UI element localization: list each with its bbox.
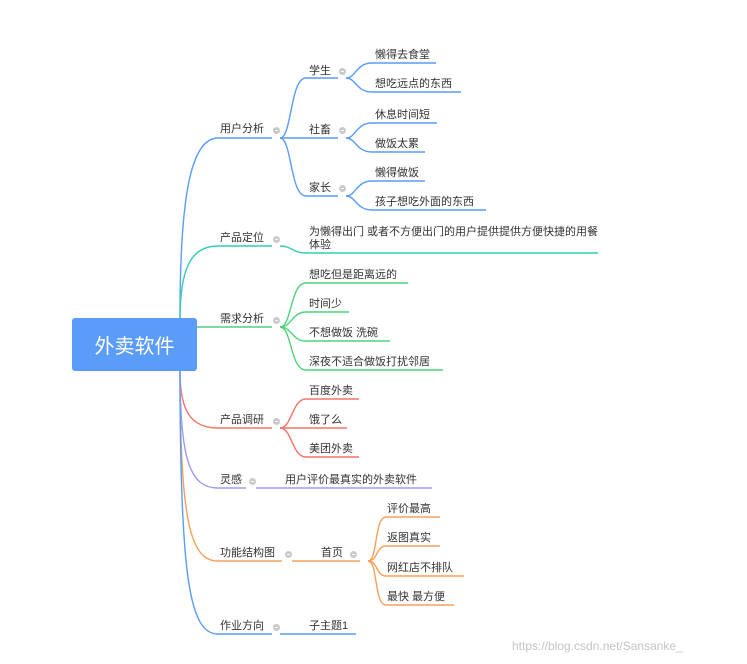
branch-function-structure[interactable]: 功能结构图 bbox=[220, 547, 275, 559]
topic-leaf[interactable]: 不想做饭 洗碗 bbox=[309, 327, 379, 339]
topic-leaf[interactable]: 返图真实 bbox=[387, 532, 431, 544]
topic-leaf[interactable]: 深夜不适合做饭打扰邻居 bbox=[309, 356, 430, 368]
topic-leaf[interactable]: 子主题1 bbox=[309, 620, 349, 632]
branch-user-analysis[interactable]: 用户分析 bbox=[220, 123, 264, 135]
collapse-toggle-icon[interactable] bbox=[273, 624, 280, 631]
topic-leaf[interactable]: 饿了么 bbox=[309, 414, 342, 426]
topic-leaf[interactable]: 评价最高 bbox=[387, 503, 431, 515]
collapse-toggle-icon[interactable] bbox=[273, 236, 280, 243]
edge-root-user bbox=[179, 137, 272, 319]
topic-leaf[interactable]: 网红店不排队 bbox=[387, 562, 453, 574]
edge-home-4 bbox=[367, 560, 454, 606]
topic-leaf[interactable]: 懒得去食堂 bbox=[375, 49, 430, 61]
edge-parent-2 bbox=[345, 195, 486, 211]
collapse-toggle-icon[interactable] bbox=[249, 478, 256, 485]
topic-leaf[interactable]: 做饭太累 bbox=[375, 138, 419, 150]
topic-leaf[interactable]: 懒得做饭 bbox=[375, 167, 419, 179]
branch-product-research[interactable]: 产品调研 bbox=[220, 414, 264, 426]
branch-product-positioning[interactable]: 产品定位 bbox=[220, 232, 264, 244]
collapse-toggle-icon[interactable] bbox=[339, 68, 346, 75]
collapse-toggle-icon[interactable] bbox=[273, 127, 280, 134]
branch-homework-direction[interactable]: 作业方向 bbox=[220, 620, 264, 632]
topic-leaf[interactable]: 百度外卖 bbox=[309, 385, 353, 397]
edge-demand-1 bbox=[279, 282, 408, 328]
topic-leaf[interactable]: 想吃但是距离远的 bbox=[309, 269, 397, 281]
edge-root-inspiration bbox=[179, 370, 246, 489]
topic-leaf[interactable]: 想吃远点的东西 bbox=[375, 78, 452, 90]
edge-research-1 bbox=[279, 398, 359, 429]
collapse-toggle-icon[interactable] bbox=[339, 127, 346, 134]
edge-root-position bbox=[179, 245, 272, 321]
topic-leaf[interactable]: 时间少 bbox=[309, 298, 342, 310]
topic-leaf[interactable]: 最快 最方便 bbox=[387, 591, 446, 603]
topic-student[interactable]: 学生 bbox=[309, 65, 331, 77]
branch-demand-analysis[interactable]: 需求分析 bbox=[220, 313, 264, 325]
topic-parent[interactable]: 家长 bbox=[309, 182, 331, 194]
edge-root-function bbox=[179, 370, 282, 562]
edge-user-student bbox=[279, 77, 338, 139]
branch-inspiration[interactable]: 灵感 bbox=[220, 474, 242, 486]
edge-parent-1 bbox=[345, 180, 425, 197]
collapse-toggle-icon[interactable] bbox=[273, 317, 280, 324]
edge-demand-4 bbox=[279, 326, 443, 371]
edge-research-3 bbox=[279, 427, 359, 458]
collapse-toggle-icon[interactable] bbox=[285, 551, 292, 558]
edge-home-2 bbox=[367, 545, 440, 562]
edge-student-1 bbox=[345, 62, 436, 79]
edge-worker-2 bbox=[345, 137, 425, 153]
topic-leaf[interactable]: 美团外卖 bbox=[309, 443, 353, 455]
topic-leaf[interactable]: 孩子想吃外面的东西 bbox=[375, 196, 474, 208]
edge-user-parent bbox=[279, 137, 338, 197]
edge-home-1 bbox=[367, 516, 440, 562]
watermark: https://blog.csdn.net/Sansanke_ bbox=[512, 639, 683, 653]
topic-home[interactable]: 首页 bbox=[321, 547, 343, 559]
topic-leaf[interactable]: 为懒得出门 或者不方便出门的用户提供提供方便快捷的用餐体验 bbox=[309, 226, 599, 251]
collapse-toggle-icon[interactable] bbox=[273, 418, 280, 425]
collapse-toggle-icon[interactable] bbox=[339, 185, 346, 192]
edge-worker-1 bbox=[345, 122, 437, 139]
topic-leaf[interactable]: 用户评价最真实的外卖软件 bbox=[285, 474, 417, 486]
topic-office-worker[interactable]: 社畜 bbox=[309, 124, 331, 136]
edge-student-2 bbox=[345, 77, 461, 93]
edge-position-1 bbox=[279, 245, 598, 254]
collapse-toggle-icon[interactable] bbox=[350, 551, 357, 558]
topic-leaf[interactable]: 休息时间短 bbox=[375, 109, 430, 121]
edge-demand-2 bbox=[279, 311, 349, 328]
edge-root-homework bbox=[179, 370, 272, 635]
root-topic[interactable]: 外卖软件 bbox=[72, 318, 197, 371]
